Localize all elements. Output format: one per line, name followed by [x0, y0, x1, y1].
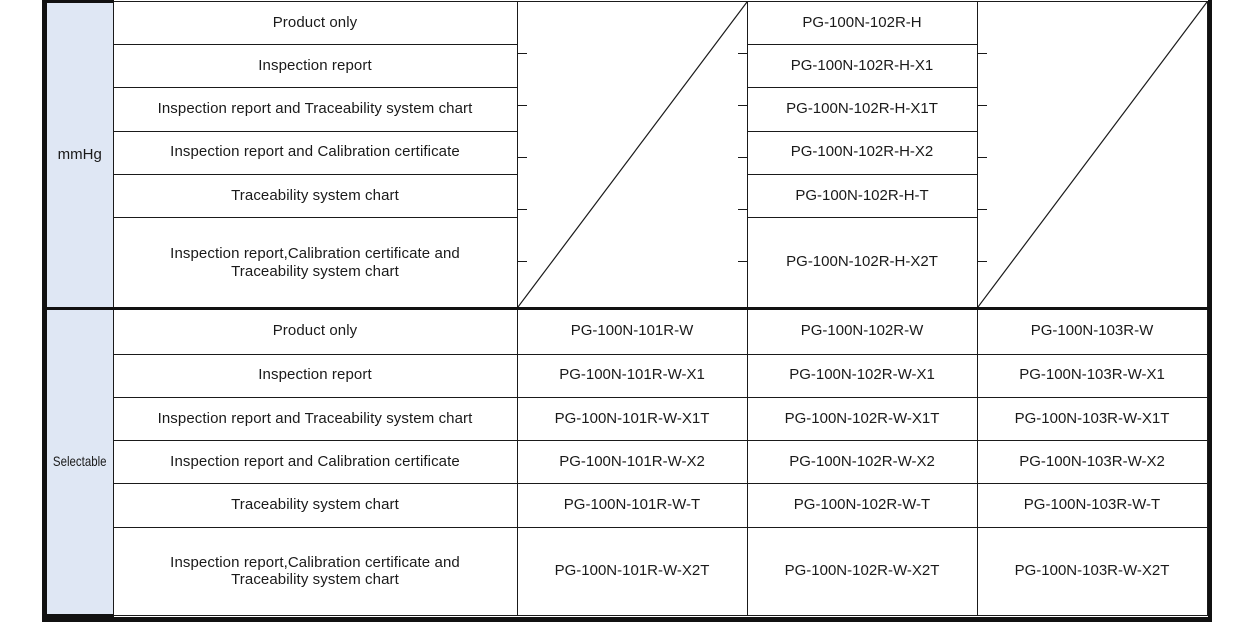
group-label-mmhg: mmHg: [57, 145, 102, 163]
option-cell: Inspection report and Traceability syste…: [112, 87, 518, 132]
part-number-cell: PG-100N-102R-W-X1T: [746, 396, 978, 442]
row-tick: [978, 157, 987, 158]
unavailable-diagonal-cell-col1: [516, 1, 748, 309]
group-label-selectable: Selectable: [52, 453, 107, 470]
part-number-cell: PG-100N-101R-W-T: [516, 483, 748, 528]
table-row: Inspection report and Calibration certif…: [47, 130, 1207, 175]
part-number-cell: PG-100N-102R-H: [746, 0, 978, 46]
row-tick: [737, 261, 746, 262]
part-number-cell: PG-100N-102R-W-X1: [746, 353, 978, 398]
group-cell-selectable: Selectable: [47, 306, 114, 618]
row-tick: [978, 209, 987, 210]
option-cell: Inspection report,Calibration certificat…: [112, 526, 518, 617]
part-number-cell: PG-100N-103R-W-X2: [976, 440, 1208, 485]
option-cell: Inspection report,Calibration certificat…: [112, 217, 518, 309]
part-number-cell: PG-100N-103R-W: [976, 306, 1208, 355]
option-cell: Inspection report: [112, 44, 518, 89]
row-tick: [737, 105, 746, 106]
row-tick: [978, 261, 987, 262]
part-number-cell: PG-100N-101R-W-X2: [516, 440, 748, 485]
part-number-cell: PG-100N-102R-W-X2: [746, 440, 978, 485]
table-row: Selectable Product only PG-100N-101R-W P…: [47, 306, 1208, 618]
part-number-cell: PG-100N-102R-W: [746, 306, 978, 355]
part-number-cell: PG-100N-102R-W-T: [746, 483, 978, 528]
part-number-cell: PG-100N-103R-W-X1: [976, 353, 1208, 398]
option-cell: Product only: [112, 306, 518, 355]
option-line-2: Traceability system chart: [231, 262, 399, 280]
part-number-cell: PG-100N-101R-W-X1: [516, 353, 748, 398]
table-row: Inspection report and Calibration certif…: [47, 440, 1208, 485]
diagonal-strike-icon: [518, 2, 747, 307]
option-line-1: Inspection report,Calibration certificat…: [170, 553, 460, 571]
row-tick: [518, 157, 527, 158]
option-line-1: Inspection report,Calibration certificat…: [170, 244, 460, 262]
table-row: Inspection report and Traceability syste…: [47, 87, 1207, 132]
row-tick: [737, 157, 746, 158]
table-row: Traceability system chart PG-100N-101R-W…: [47, 483, 1208, 528]
option-line-2: Traceability system chart: [231, 571, 399, 589]
option-cell: Inspection report and Calibration certif…: [112, 440, 518, 485]
table-row: Traceability system chart PG-100N-102R-H…: [47, 173, 1207, 219]
row-tick: [518, 53, 527, 54]
table-row: mmHg Product only: [47, 0, 1208, 310]
unavailable-diagonal-cell-col3: [976, 1, 1208, 309]
part-number-cell: PG-100N-102R-H-X1T: [746, 87, 978, 132]
option-cell: Traceability system chart: [112, 483, 518, 528]
row-tick: [978, 53, 987, 54]
group-cell-mmhg: mmHg: [47, 0, 114, 310]
product-part-number-table: mmHg Product only: [42, 0, 1212, 622]
table-row: Inspection report,Calibration certificat…: [47, 217, 1207, 309]
part-number-cell: PG-100N-102R-H-X2T: [746, 217, 978, 309]
part-number-cell: PG-100N-103R-W-X2T: [976, 526, 1208, 617]
part-number-cell: PG-100N-102R-H-X2: [746, 130, 978, 175]
row-tick: [518, 209, 527, 210]
row-tick: [737, 209, 746, 210]
table-row: Inspection report,Calibration certificat…: [47, 526, 1208, 617]
option-cell: Product only: [112, 0, 518, 46]
option-cell: Inspection report and Calibration certif…: [112, 130, 518, 175]
part-number-cell: PG-100N-102R-W-X2T: [746, 526, 978, 617]
option-cell: Traceability system chart: [112, 173, 518, 219]
part-number-cell: PG-100N-101R-W-X2T: [516, 526, 748, 617]
row-tick: [518, 261, 527, 262]
row-tick: [978, 105, 987, 106]
row-tick: [518, 105, 527, 106]
option-cell: Inspection report and Traceability syste…: [112, 396, 518, 442]
part-number-cell: PG-100N-101R-W: [516, 306, 748, 355]
diagonal-strike-icon: [978, 2, 1207, 307]
option-cell: Inspection report: [112, 353, 518, 398]
part-number-cell: PG-100N-101R-W-X1T: [516, 396, 748, 442]
table-row: Inspection report and Traceability syste…: [47, 396, 1208, 442]
part-number-cell: PG-100N-103R-W-T: [976, 483, 1208, 528]
spec-table: mmHg Product only: [47, 0, 1208, 618]
table-row: Inspection report PG-100N-101R-W-X1 PG-1…: [47, 353, 1208, 398]
part-number-cell: PG-100N-103R-W-X1T: [976, 396, 1208, 442]
row-tick: [737, 53, 746, 54]
part-number-cell: PG-100N-102R-H-T: [746, 173, 978, 219]
part-number-cell: PG-100N-102R-H-X1: [746, 44, 978, 89]
